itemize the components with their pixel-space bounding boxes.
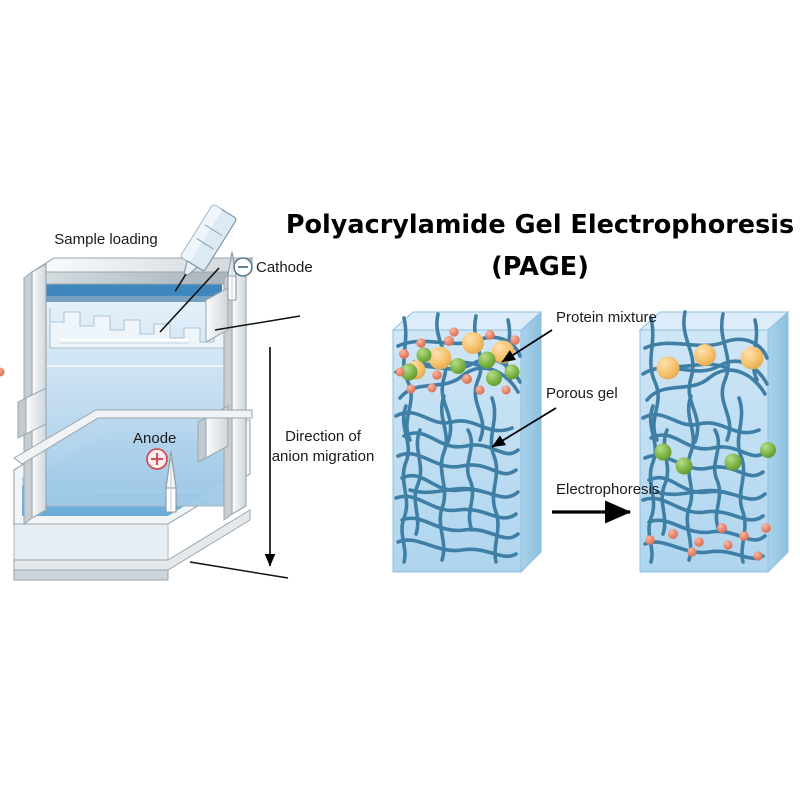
gel-block-annotations: Protein mixture Porous gel Electrophores…	[491, 309, 659, 524]
title-line-2: (PAGE)	[491, 252, 589, 282]
migration-label-line-2: anion migration	[272, 448, 375, 465]
anion-migration-indicator: Direction of anion migration	[189, 315, 375, 579]
cathode-label: Cathode	[256, 259, 313, 276]
sample-loading-leader	[159, 267, 220, 333]
sample-loading-label: Sample loading	[54, 231, 157, 248]
anode-electrode	[165, 451, 177, 513]
gel-block-before-electrophoresis	[0, 310, 543, 574]
anode-label: Anode	[133, 430, 176, 447]
pipette-icon	[174, 204, 237, 292]
cathode-symbol	[233, 257, 253, 277]
protein-mixture-label: Protein mixture	[556, 309, 657, 326]
electrophoresis-label: Electrophoresis	[556, 481, 659, 498]
gel-block-after-electrophoresis	[638, 310, 790, 574]
figure-title: Polyacrylamide Gel Electrophoresis (PAGE…	[286, 210, 794, 282]
anode-symbol	[146, 448, 168, 470]
electrophoresis-apparatus: Sample loading Cathode Anode Direction o…	[13, 204, 375, 581]
title-line-1: Polyacrylamide Gel Electrophoresis	[286, 210, 794, 240]
separated-protein-bands	[645, 344, 776, 561]
migration-label-line-1: Direction of	[285, 428, 362, 445]
porous-gel-label: Porous gel	[546, 385, 618, 402]
